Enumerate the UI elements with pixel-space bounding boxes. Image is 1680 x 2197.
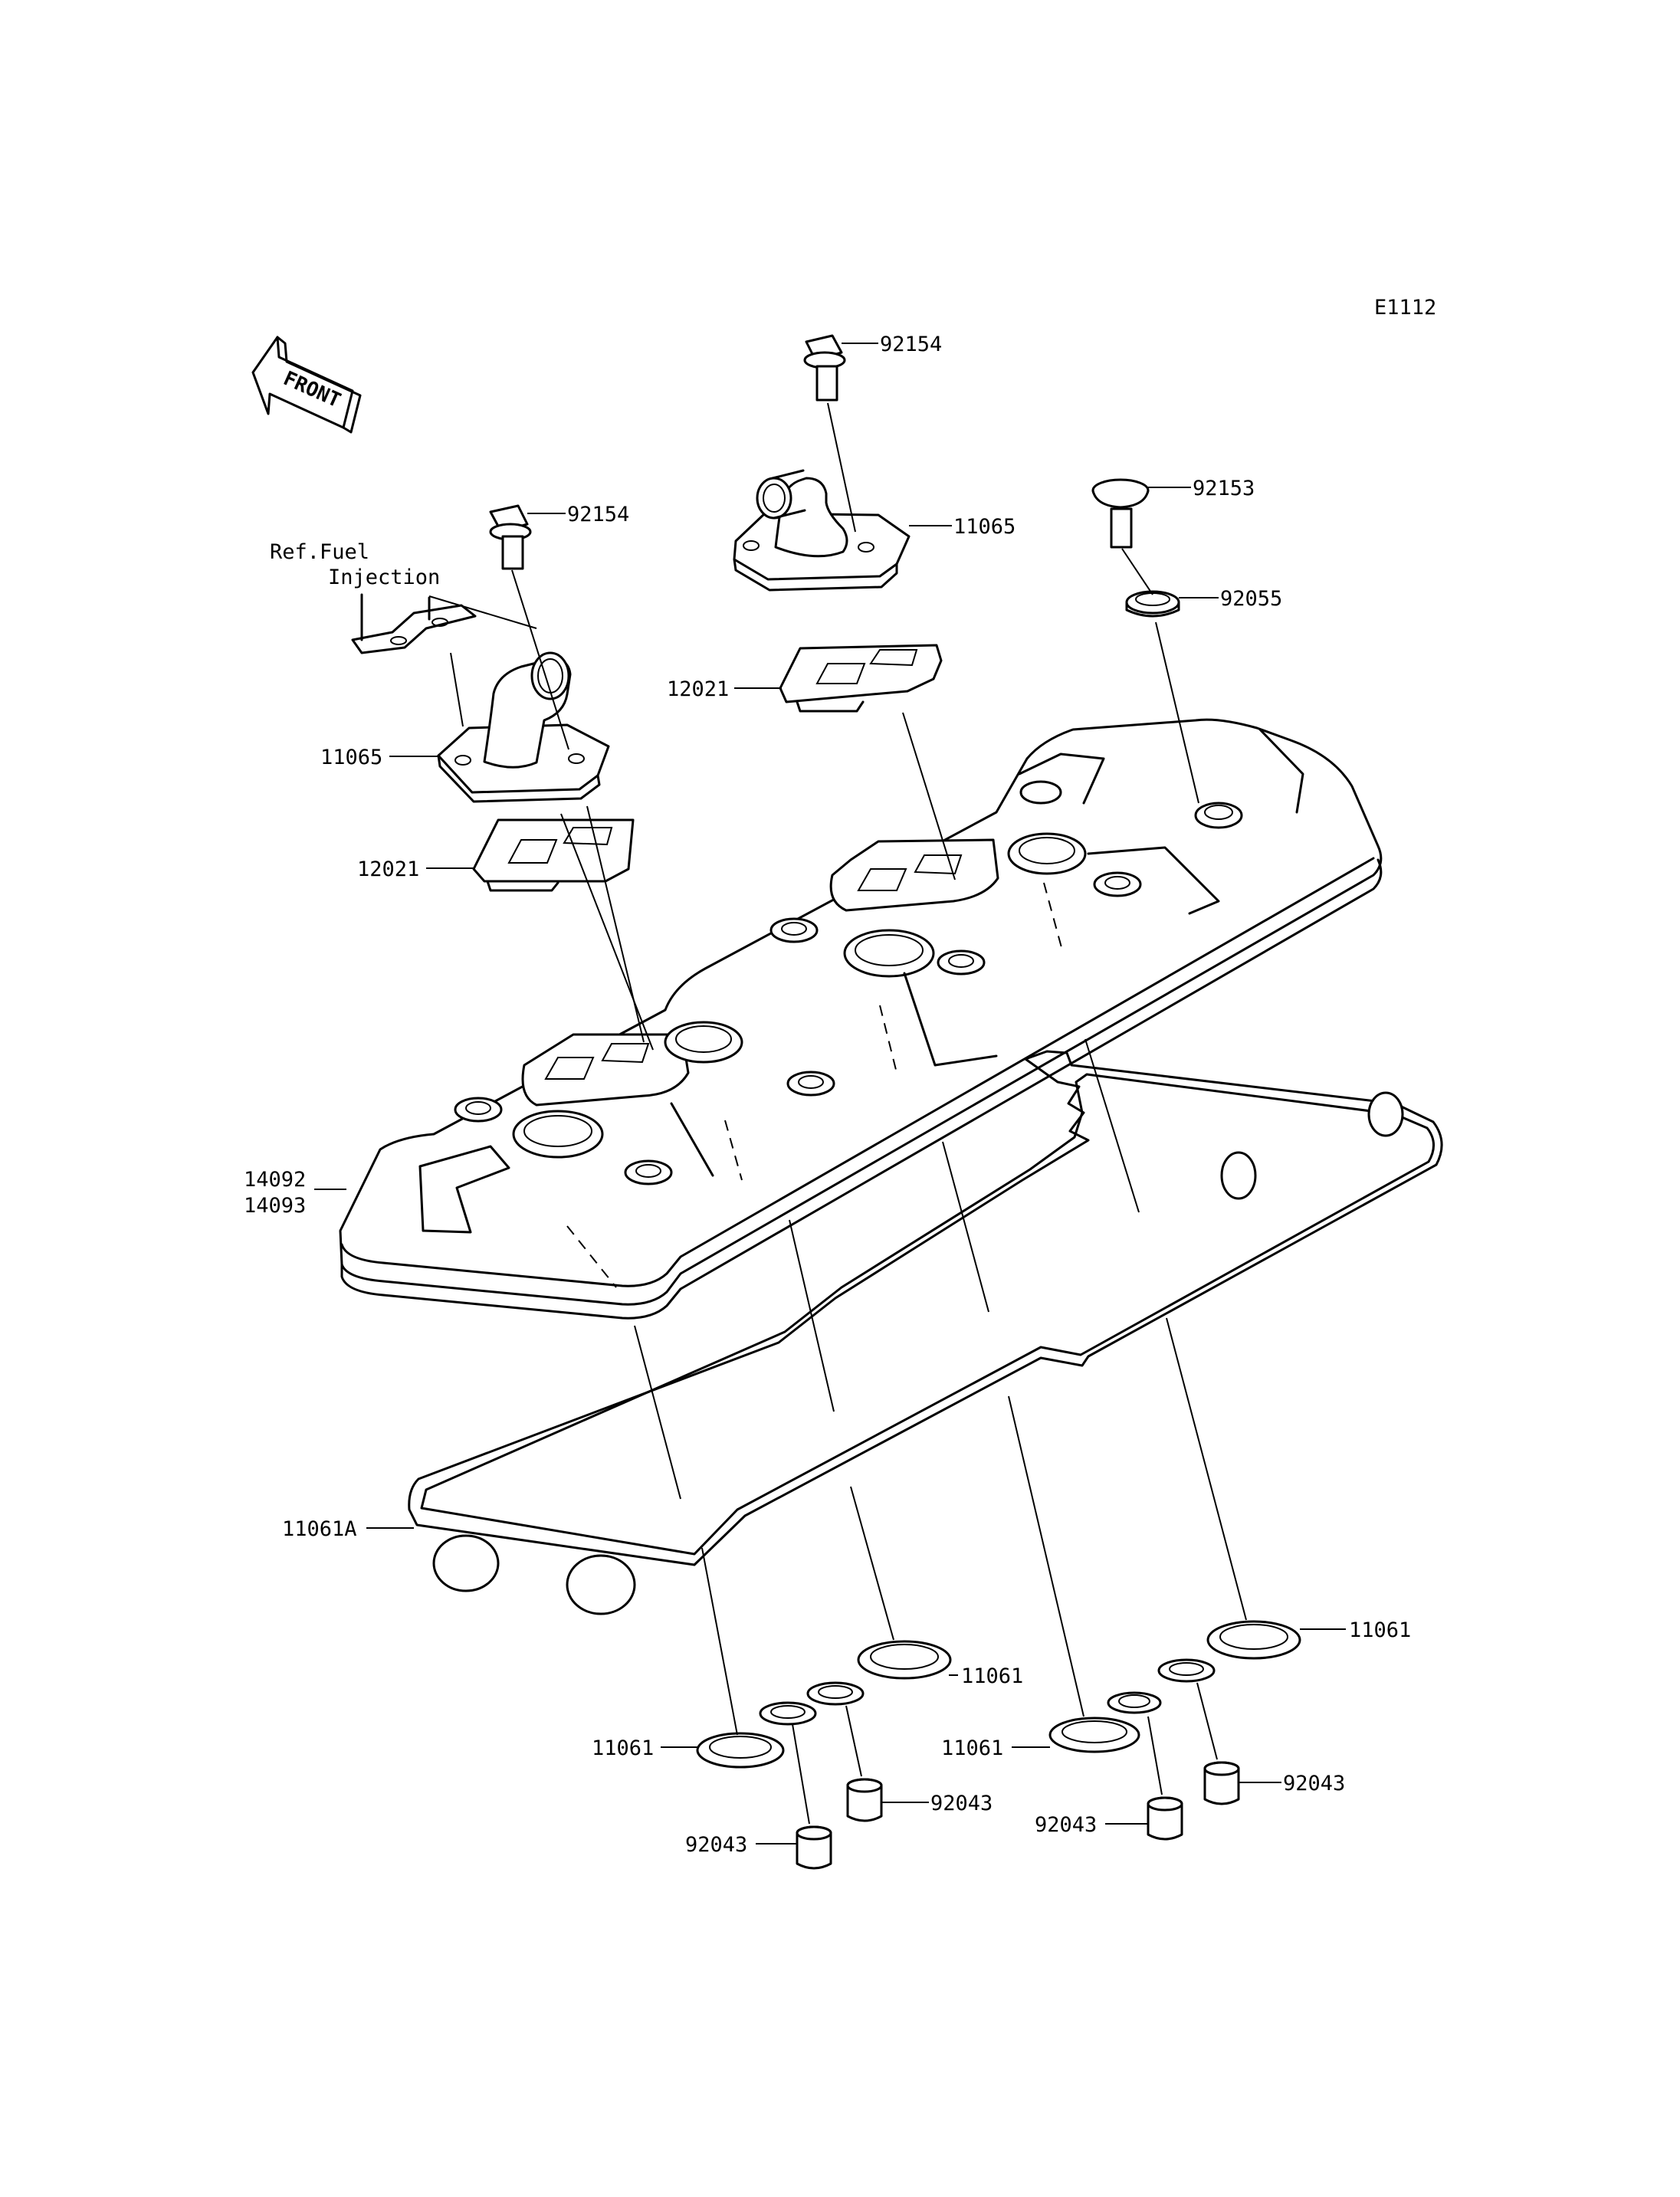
bolt-top	[803, 334, 878, 402]
head-cover-gasket	[366, 1050, 1443, 1615]
label-grommet: 92055	[1220, 587, 1282, 611]
label-collar-2: 92043	[930, 1792, 993, 1815]
breather-cover-left	[389, 651, 610, 803]
label-breather-cover-right: 11065	[953, 515, 1016, 539]
gasket-left	[426, 818, 635, 892]
breather-cover-right	[733, 469, 952, 592]
label-gasket-left: 12021	[357, 857, 419, 881]
assembly-guide-lines	[450, 402, 1247, 1825]
diagram-code: E1112	[1374, 296, 1436, 320]
label-gasket-right: 12021	[667, 677, 729, 701]
label-bolt-top: 92154	[880, 333, 942, 356]
label-collar-3: 92043	[1035, 1813, 1097, 1837]
plug-gasket-2	[806, 1640, 958, 1706]
cylinder-head-cover	[314, 718, 1383, 1320]
collar-3	[1105, 1796, 1183, 1841]
gasket-right	[734, 644, 943, 713]
collar-1	[756, 1825, 832, 1870]
grommet	[1125, 590, 1219, 618]
collar-2	[846, 1778, 929, 1822]
label-plug-gasket-1: 11061	[592, 1736, 654, 1760]
label-plug-gasket-3: 11061	[941, 1736, 1003, 1760]
label-head-cover-a: 14092	[244, 1168, 306, 1192]
bolt-left	[489, 504, 566, 570]
label-plug-gasket-4: 11061	[1349, 1618, 1411, 1642]
fuel-injection-bracket	[351, 593, 537, 654]
ref-note-line2: Injection	[328, 566, 440, 589]
front-arrow-icon: FRONT	[251, 336, 362, 434]
label-head-cover-b: 14093	[244, 1194, 306, 1218]
label-breather-cover-left: 11065	[320, 746, 382, 769]
label-special-bolt: 92153	[1193, 477, 1255, 500]
label-head-cover-gasket: 11061A	[282, 1517, 357, 1541]
label-collar-4: 92043	[1283, 1772, 1345, 1795]
plug-gasket-3	[1012, 1691, 1162, 1753]
plug-gasket-1	[661, 1701, 817, 1769]
ref-note-line1: Ref.Fuel	[270, 540, 369, 564]
label-collar-1: 92043	[685, 1833, 747, 1857]
collar-4	[1203, 1761, 1281, 1805]
special-bolt	[1091, 478, 1191, 549]
label-bolt-left: 92154	[567, 503, 629, 526]
label-plug-gasket-2: 11061	[961, 1664, 1023, 1688]
plug-gasket-4	[1157, 1620, 1346, 1683]
